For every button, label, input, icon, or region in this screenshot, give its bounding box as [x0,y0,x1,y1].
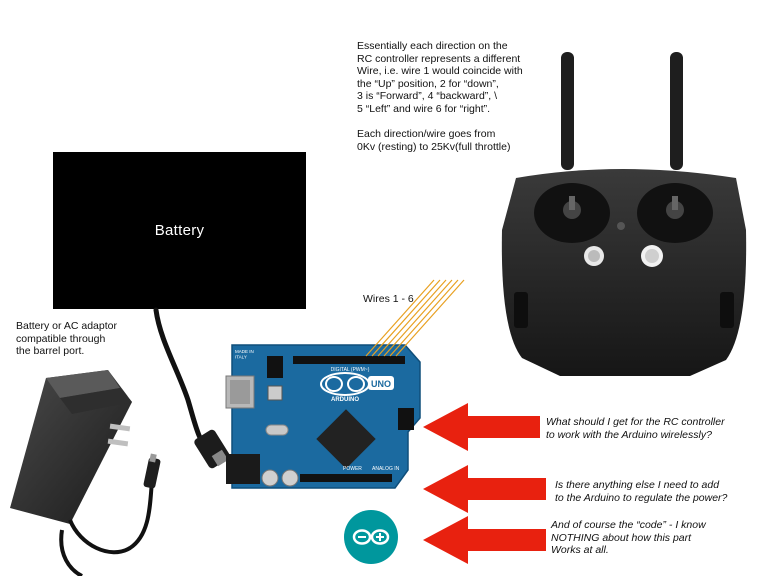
rc-controller [501,52,747,376]
question-rc-controller: What should I get for the RC controller … [546,416,725,441]
question-code: And of course the “code” - I know NOTHIN… [551,519,706,557]
board-power-label: POWER [343,466,362,472]
board-brand: ARDUINO [331,397,359,403]
adaptor-note: Battery or AC adaptor compatible through… [16,320,117,358]
board-analog-label: ANALOG IN [372,466,400,472]
arduino-logo-icon [344,510,398,564]
battery-cable [153,307,230,469]
wires-label: Wires 1 - 6 [363,293,414,305]
battery-label: Battery [154,222,205,239]
board-digital-label: DIGITAL (PWM~) [331,367,370,373]
ac-adaptor [10,370,161,576]
arrow-power-question [423,465,546,513]
wires-bundle [365,279,465,357]
arrow-rc-question [423,403,540,451]
question-power-regulation: Is there anything else I need to add to … [555,479,728,504]
board-model: UNO [371,379,391,389]
arrow-code-question [423,516,546,564]
battery-block: Battery [53,152,306,309]
controller-note: Essentially each direction on the RC con… [357,40,523,153]
